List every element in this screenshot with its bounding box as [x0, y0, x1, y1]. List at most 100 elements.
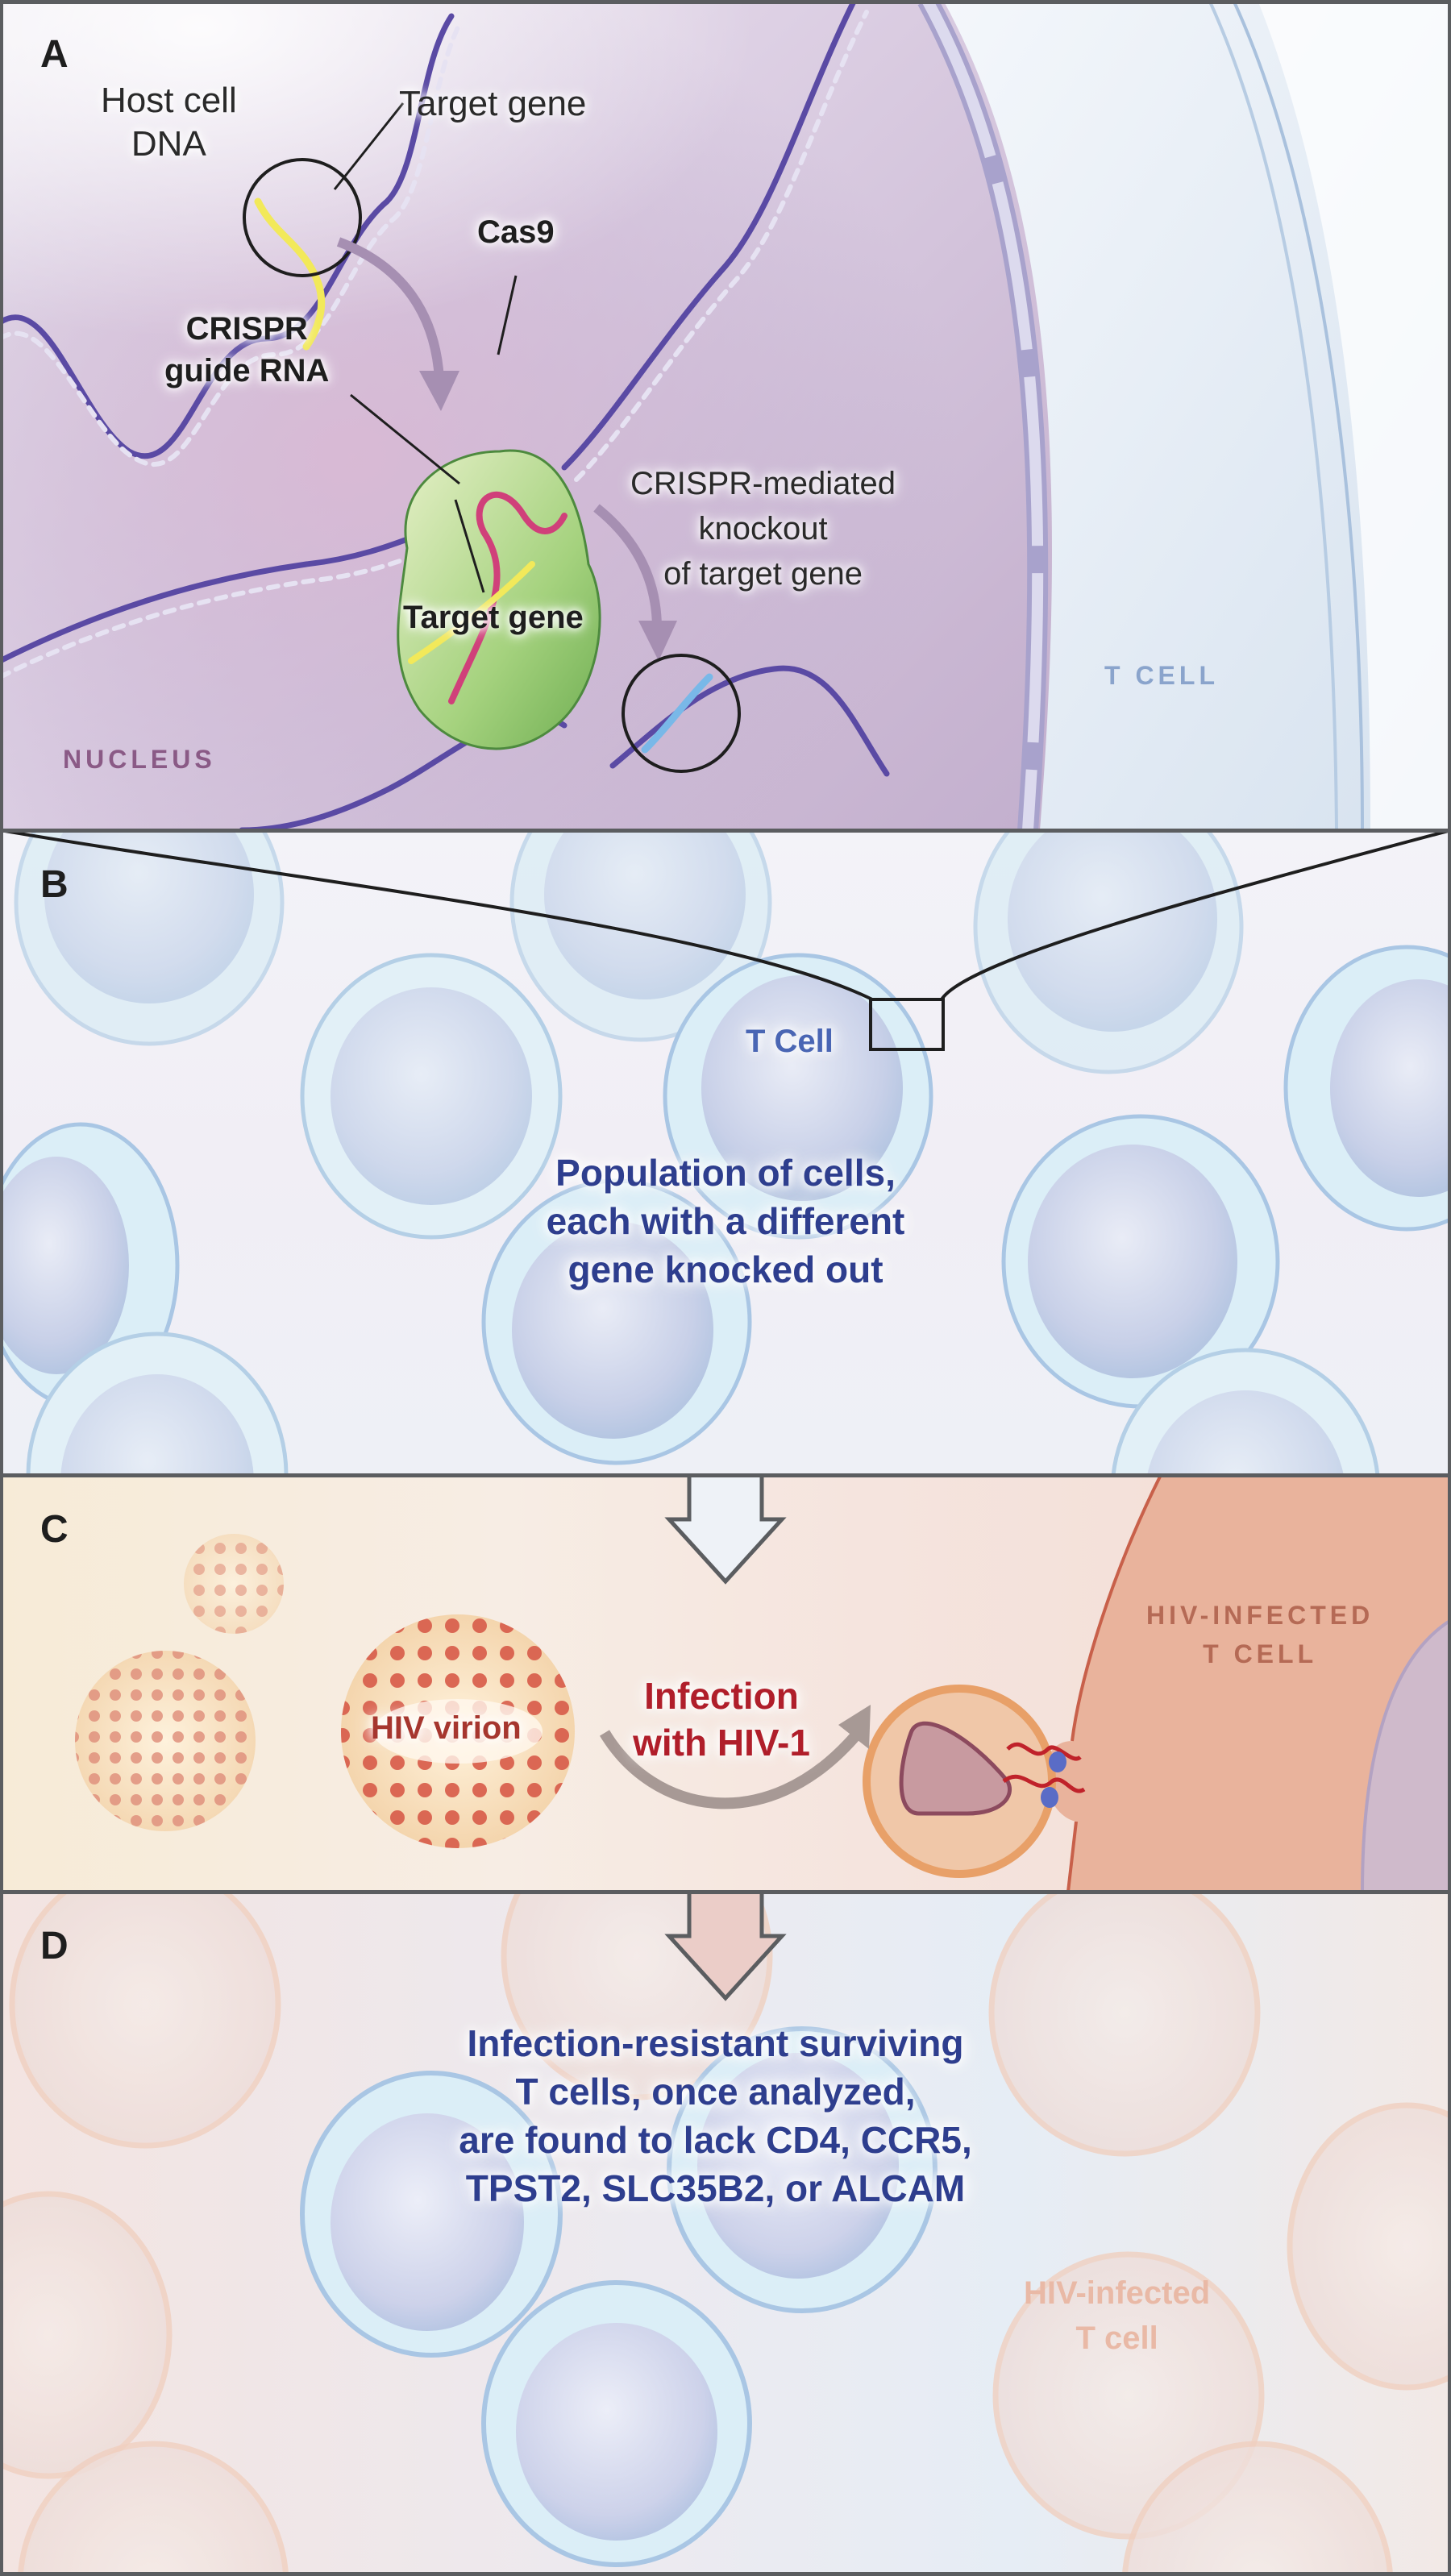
t-cell: [973, 830, 1244, 1074]
population-line-1: Population of cells,: [555, 1152, 896, 1194]
frame-bottom-border: [0, 2572, 1451, 2576]
panel-a-crispr-mechanism: A Host cell DNA Target gene Cas9 CRISPR …: [0, 0, 1451, 830]
dna-strand-top-pair: [0, 22, 462, 467]
infected-t-cell-line-2: T CELL: [1203, 1639, 1318, 1668]
result-line-2: T cells, once analyzed,: [515, 2071, 916, 2113]
t-cell: [1283, 945, 1451, 1232]
infected-cell: [17, 2441, 289, 2576]
hiv-virion-large: [341, 1614, 575, 1848]
arrow-c-to-d: [664, 1892, 787, 2001]
reverse-transcriptase-1: [1049, 1751, 1066, 1772]
knockout-line-3: of target gene: [663, 556, 863, 592]
crispr-guide-rna-line-1: CRISPR: [185, 311, 308, 347]
dna-strand-right-pair: [574, 10, 869, 482]
knocked-out-gene: [641, 673, 713, 754]
leader-cas9: [497, 275, 518, 355]
dna-strand-top: [0, 13, 455, 459]
panel-b-cell-population: B T Cell Population of cells, each with …: [0, 830, 1451, 1475]
knockout-label: CRISPR-mediated knockout of target gene: [630, 461, 896, 596]
infected-t-cell-body: [1045, 1475, 1451, 1892]
infected-t-cell-line-1: HIV-INFECTED: [1146, 1601, 1374, 1630]
frame-top-border: [0, 0, 1451, 4]
infected-cell: [0, 2191, 173, 2479]
target-gene-top-label: Target gene: [399, 84, 587, 123]
panel-c-hiv-infection: C HIV virion Infection with HIV-1 HIV-IN…: [0, 1475, 1451, 1892]
infected-cell: [9, 1892, 281, 2149]
reverse-transcriptase-2: [1041, 1787, 1058, 1808]
leader-guide-rna: [350, 393, 460, 485]
zoom-box: [869, 998, 945, 1051]
resistant-t-cell: [481, 2280, 752, 2567]
hiv-infected-cells-faded: [0, 1892, 1451, 2576]
target-gene-bottom-label: Target gene: [403, 600, 584, 635]
frame-left-border: [0, 0, 3, 2576]
viral-rna-strand-1: [1006, 1742, 1082, 1761]
population-line-3: gene knocked out: [568, 1249, 883, 1290]
panel-d-illustration: [0, 1892, 1451, 2576]
t-cell: [481, 1178, 752, 1465]
panel-b-illustration: [0, 830, 1451, 1475]
cas9-protein: [397, 449, 601, 750]
zoom-connector-left: [0, 830, 873, 1001]
cas9-label: Cas9: [477, 214, 555, 250]
frame-right-border: [1448, 0, 1451, 2576]
infected-cell-membrane-top: [1071, 1475, 1162, 1742]
viral-rna-strand-2: [1002, 1774, 1086, 1793]
population-line-2: each with a different: [546, 1200, 905, 1242]
target-gene-in-cas9: [408, 561, 535, 664]
dna-strand-right: [561, 0, 858, 471]
target-gene-circle: [243, 158, 362, 277]
hiv-infected-line-1: HIV-infected: [1024, 2275, 1211, 2311]
infection-label: Infection with HIV-1: [625, 1672, 818, 1766]
resistant-t-cells: [300, 2026, 938, 2567]
leader-target-gene-bottom: [454, 499, 485, 593]
dna-strand-knockout: [609, 665, 890, 777]
crispr-guide-rna-line-2: guide RNA: [164, 353, 330, 388]
knockout-line-1: CRISPR-mediated: [630, 466, 896, 501]
hiv-virion-medium: [75, 1651, 256, 1831]
infection-arrow-head: [838, 1705, 871, 1749]
leader-target-gene-top: [333, 102, 405, 190]
result-line-3: are found to lack CD4, CCR5,: [459, 2119, 972, 2161]
hiv-virion-label: HIV virion: [371, 1710, 522, 1746]
knockout-line-2: knockout: [698, 511, 828, 546]
extracellular-region: [1258, 0, 1451, 830]
nucleus-label: NUCLEUS: [63, 745, 216, 774]
infected-cell: [988, 1892, 1261, 2157]
host-cell-dna-line-1: Host cell: [101, 81, 237, 120]
viral-capsid: [899, 1721, 1012, 1816]
knockout-circle: [622, 654, 741, 773]
t-cell: [663, 953, 933, 1240]
guide-rna: [448, 491, 568, 704]
cell-membrane-inner: [1208, 0, 1338, 830]
panel-d-resistant-cells: D Infection-resistant surviving T cells,…: [0, 1892, 1451, 2576]
infected-cell-membrane-bottom: [1066, 1821, 1078, 1892]
infection-arrow: [600, 1730, 859, 1809]
resistant-cells-description: Infection-resistant surviving T cells, o…: [0, 2019, 1431, 2212]
t-cell-label: T Cell: [746, 1024, 834, 1059]
divider-c-d: [0, 1890, 1451, 1894]
hiv-virion-small: [184, 1534, 284, 1634]
population-description: Population of cells, each with a differe…: [0, 1149, 1451, 1294]
t-cell: [1111, 1348, 1380, 1475]
divider-a-b: [0, 829, 1451, 833]
panel-b-letter: B: [40, 863, 69, 906]
t-cell: [26, 1332, 289, 1475]
infected-cell: [1287, 2102, 1451, 2391]
result-line-1: Infection-resistant surviving: [467, 2022, 964, 2064]
infected-cell-nucleus: [1360, 1618, 1451, 1892]
arrow-b-to-c: [664, 1475, 787, 1585]
result-line-4: TPST2, SLC35B2, or ALCAM: [465, 2167, 966, 2209]
host-cell-dna-line-2: DNA: [131, 124, 206, 164]
arrow-to-knockout-head: [638, 621, 677, 661]
infection-line-1: Infection: [644, 1675, 799, 1717]
cell-membrane-outer: [1232, 0, 1364, 830]
host-cell-dna-label: Host cell DNA: [101, 79, 237, 166]
t-cell: [14, 830, 285, 1046]
infection-line-2: with HIV-1: [633, 1722, 810, 1764]
t-cell: [300, 953, 563, 1240]
resistant-t-cell: [300, 2071, 563, 2358]
arrow-to-cas9: [336, 237, 444, 380]
resistant-t-cell: [667, 2026, 938, 2313]
t-cell: [1001, 1114, 1280, 1409]
